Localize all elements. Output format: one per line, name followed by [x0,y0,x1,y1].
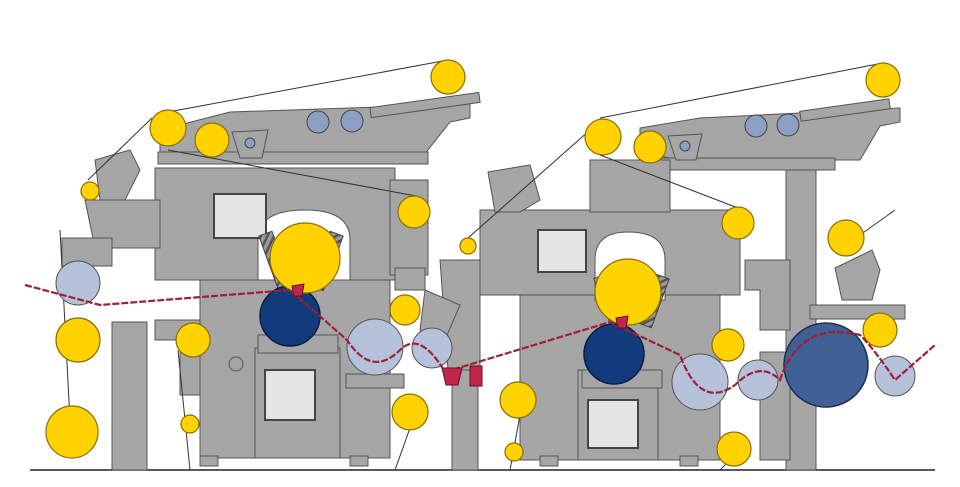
left-right-riser-foot [394,267,426,291]
yellow-roller-top-left-1 [149,109,187,147]
yellow-roller-left-side-1 [55,317,101,363]
right-window-lower [587,399,639,449]
right-column-brace [744,259,791,331]
conveyor-small-roller [340,109,364,133]
yellow-roller-right-shelf [862,312,898,348]
yellow-roller-right-drum [594,258,662,326]
yellow-roller-right-lower-2 [504,442,524,462]
light-roller-far-right [874,355,916,397]
yellow-roller-right-riser [721,206,755,240]
left-blue-drum [259,285,321,347]
right-feeder-fin [487,164,541,213]
clamp-center-left [441,367,463,386]
clamp-center-right [469,365,483,387]
yellow-roller-right-top-2 [633,130,667,164]
yellow-roller-top-left-2 [194,122,230,158]
clamp-left-drum [291,283,305,297]
left-foot-1 [199,455,219,467]
yellow-roller-right-bracket [827,219,865,257]
left-window-lower [264,369,316,421]
center-post [451,369,479,471]
light-roller-center [411,327,453,369]
yellow-roller-left-drum [269,222,341,294]
top-conveyor-left [231,91,481,159]
yellow-roller-right-lower-1 [499,381,537,419]
right-window-upper [537,229,587,273]
yellow-roller-left-column [175,322,211,358]
yellow-roller-center-small [459,237,477,255]
yellow-roller-left-side-2 [45,405,99,459]
yellow-roller-right-lower-3 [716,431,752,467]
yellow-roller-left-riser-low [389,294,421,326]
web-path [24,283,936,394]
light-roller-right-2 [737,359,779,401]
right-upper-block [589,159,671,213]
yellow-roller-right-top-3 [865,62,901,98]
left-window-upper [213,193,267,239]
yellow-roller-left-small [180,414,200,434]
light-roller-left [346,318,404,376]
left-small-knob [228,356,244,372]
yellow-rollers [45,59,901,467]
light-roller-right [671,353,729,411]
left-top-bar [157,151,429,165]
yellow-roller-small-left [80,181,100,201]
left-feeder-fin [94,149,141,201]
yellow-roller-left-riser [397,195,431,229]
yellow-roller-right-top-1 [584,118,622,156]
yellow-roller-top-left-3 [430,59,466,95]
conveyor-small-roller [306,110,330,134]
right-machine-frame [479,107,906,471]
conveyor-small-roller [776,113,800,137]
right-foot-1 [539,455,559,467]
right-tilted-bracket [834,249,881,301]
clamp-right-drum [615,315,629,329]
yellow-roller-left-lower [391,393,429,431]
top-conveyor-right [667,98,891,161]
left-feeder-hopper [84,199,161,249]
center-connector [419,259,481,471]
left-feeder-arm [61,237,113,267]
yellow-roller-right-riser-low [711,328,745,362]
right-foot-2 [679,455,699,467]
left-column [111,321,148,471]
conveyor-small-roller [744,114,768,138]
right-large-drum [783,322,869,408]
left-foot-2 [349,455,369,467]
left-small-roller-stand [345,373,405,389]
light-roller-left-feed [55,260,101,306]
red-clamps [291,283,629,387]
